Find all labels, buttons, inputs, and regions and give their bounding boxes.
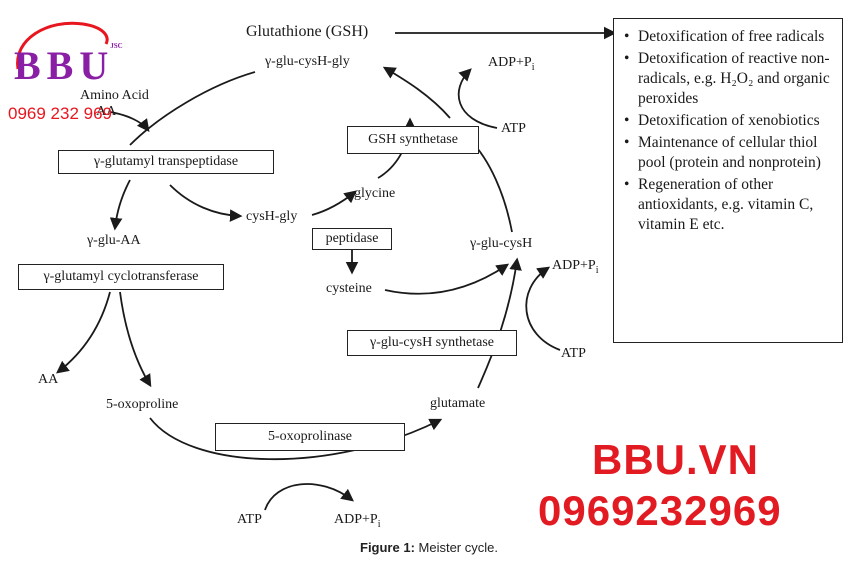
cyclotransferase-box: γ-glutamyl cyclotransferase (18, 264, 224, 290)
function-item: Detoxification of free radicals (624, 27, 836, 47)
function-item: Detoxification of reactive non-radicals,… (624, 49, 836, 109)
cysgly-label: cysH-gly (246, 209, 298, 224)
amino-acid-label: Amino Acid (80, 88, 149, 103)
function-item: Detoxification of xenobiotics (624, 111, 836, 131)
atp-bottom-label: ATP (237, 512, 262, 527)
watermark-phone: 0969232969 (538, 487, 782, 534)
gsh-functions-list: Detoxification of free radicals Detoxifi… (624, 27, 836, 235)
bbu-logo: BBUJSC (14, 42, 123, 88)
cysteine-label: cysteine (326, 281, 372, 296)
function-item: Regeneration of other antioxidants, e.g.… (624, 175, 836, 235)
watermark-brand: BBU.VN (592, 436, 760, 483)
adp-top-label: ADP+Pi (488, 55, 535, 73)
arrow-ggt-to-gluaa (109, 179, 131, 231)
atp-top-label: ATP (501, 121, 526, 136)
arrow-cysteine-to-glucys (384, 263, 510, 295)
glutathione-label: Glutathione (GSH) (246, 23, 369, 40)
gluaa-label: γ-glu-AA (87, 233, 141, 248)
arrow-cyclo-to-aa (56, 291, 111, 374)
arrow-ggt-to-cysgly (169, 184, 243, 222)
arrow-gsh-to-ggt (129, 71, 256, 146)
oxoproline-label: 5-oxoproline (106, 397, 179, 412)
arrow-gshsyn-to-gsh (382, 66, 451, 119)
arrow-cysgly-to-glycine (311, 190, 357, 216)
gsh-synthetase-box: GSH synthetase (347, 126, 479, 154)
arrow-atp-adp-right (525, 266, 561, 351)
peptidase-box: peptidase (312, 228, 392, 250)
figure-caption: Figure 1: Meister cycle. (360, 540, 498, 555)
bbu-logo-ring-icon (16, 21, 109, 70)
adp-right-label: ADP+Pi (552, 258, 599, 276)
aa-out-label: AA (38, 372, 59, 387)
arrow-atp-adp-bottom (264, 483, 354, 511)
function-item: Maintenance of cellular thiol pool (prot… (624, 133, 836, 173)
adp-bottom-label: ADP+Pi (334, 512, 381, 530)
glucys-label: γ-glu-cysH (470, 236, 533, 251)
amino-acid-abbr-label: AA (96, 104, 117, 119)
arrow-cyclo-to-oxoproline (119, 291, 152, 388)
arrow-aa-in (109, 111, 150, 133)
glycine-label: glycine (354, 186, 396, 201)
oxoprolinase-box: 5-oxoprolinase (215, 423, 405, 451)
ggt-enzyme-box: γ-glutamyl transpeptidase (58, 150, 274, 174)
arrow-atp-adp-top (457, 68, 498, 129)
atp-right-label: ATP (561, 346, 586, 361)
gsh-node-label: γ-glu-cysH-gly (265, 54, 350, 69)
logo-phone-text: 0969 232 969 (8, 104, 112, 123)
glucys-synthetase-box: γ-glu-cysH synthetase (347, 330, 517, 356)
glutamate-label: glutamate (430, 396, 486, 411)
arrow-glutamate-to-glucys (477, 257, 522, 389)
gsh-functions-box: Detoxification of free radicals Detoxifi… (613, 18, 843, 343)
